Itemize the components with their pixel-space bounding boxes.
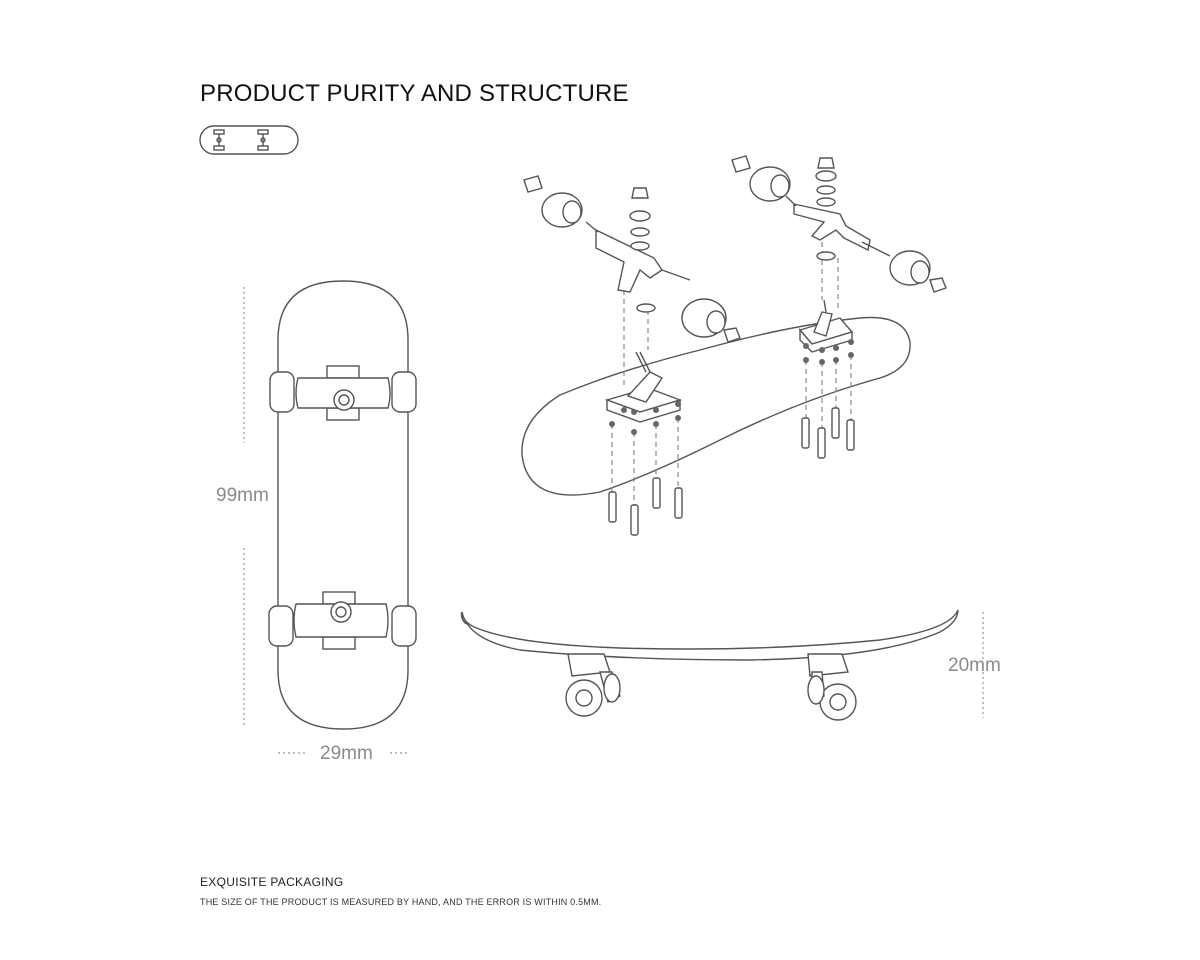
rear-truck-exploded xyxy=(731,155,947,293)
width-dimension-label: 29mm xyxy=(320,743,373,764)
rear-truck-top xyxy=(268,591,417,650)
top-view-board xyxy=(268,280,417,730)
exploded-view xyxy=(521,155,947,536)
height-dimension-label: 20mm xyxy=(948,655,1001,676)
front-truck-exploded xyxy=(523,175,741,343)
front-screws xyxy=(608,477,683,536)
rear-screws xyxy=(801,407,855,459)
front-truck-side xyxy=(565,653,621,717)
front-truck-top xyxy=(269,365,417,421)
thumbnail-board-icon xyxy=(199,125,299,155)
page-title: PRODUCT PURITY AND STRUCTURE xyxy=(200,80,629,107)
measurement-note: THE SIZE OF THE PRODUCT IS MEASURED BY H… xyxy=(200,897,602,907)
side-view-board xyxy=(460,609,959,721)
packaging-heading: EXQUISITE PACKAGING xyxy=(200,875,344,889)
length-dimension-label: 99mm xyxy=(216,485,269,506)
exploded-deck xyxy=(521,316,911,496)
rear-truck-side xyxy=(807,653,857,721)
